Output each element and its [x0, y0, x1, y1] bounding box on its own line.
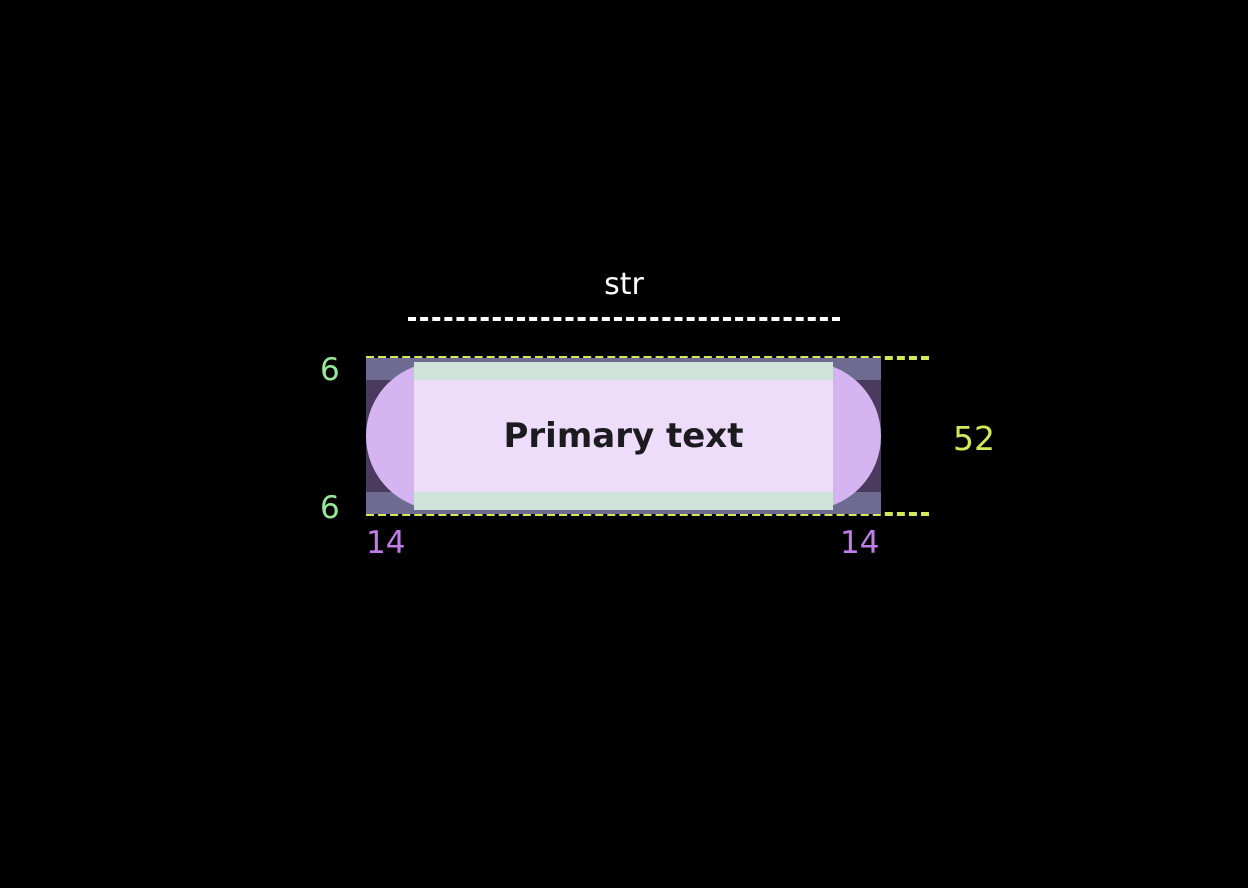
component-name-label: str: [604, 267, 644, 302]
bounds-outline-bottom: [366, 512, 929, 516]
measure-padding-bottom: 6: [320, 490, 340, 526]
inspected-component[interactable]: Primary text: [366, 358, 881, 514]
button-text-label: Primary text: [503, 416, 744, 456]
measure-padding-left: 14: [366, 525, 406, 561]
content-box: Primary text: [414, 380, 833, 492]
width-guide-line: [408, 317, 840, 321]
measure-padding-right: 14: [840, 525, 880, 561]
measure-padding-top: 6: [320, 352, 340, 388]
measure-total-height: 52: [953, 419, 995, 458]
